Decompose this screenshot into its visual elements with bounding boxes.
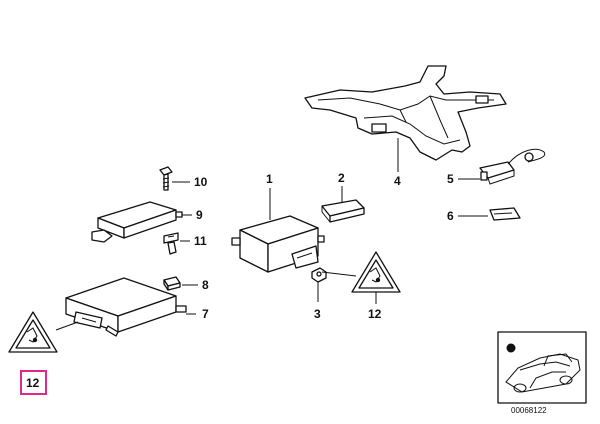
cap-nut-part[interactable] xyxy=(163,276,181,291)
sensor-bar-part[interactable] xyxy=(91,201,183,243)
callout-2[interactable]: 2 xyxy=(338,171,345,185)
callout-11[interactable]: 11 xyxy=(194,234,207,248)
callout-4[interactable]: 4 xyxy=(394,174,401,188)
callout-3[interactable]: 3 xyxy=(314,307,321,321)
callout-8[interactable]: 8 xyxy=(202,278,209,292)
callout-9[interactable]: 9 xyxy=(196,208,203,222)
screw-part[interactable] xyxy=(159,166,173,191)
callout-7[interactable]: 7 xyxy=(202,307,209,321)
wiring-harness-part[interactable] xyxy=(304,65,507,161)
callout-10[interactable]: 10 xyxy=(194,175,208,189)
leader-12a xyxy=(55,321,79,331)
callout-6[interactable]: 6 xyxy=(447,209,454,223)
large-module-part[interactable] xyxy=(65,277,187,337)
car-silhouette-icon xyxy=(497,331,587,404)
sensor-with-cable-part[interactable] xyxy=(479,148,546,185)
leader-12b xyxy=(321,271,357,277)
callout-12-left[interactable]: 12 xyxy=(26,376,40,390)
callout-1[interactable]: 1 xyxy=(266,172,273,186)
small-module-part[interactable] xyxy=(321,199,365,223)
callout-12-right[interactable]: 12 xyxy=(368,307,382,321)
highlight-box xyxy=(20,370,47,395)
reference-code: 00068122 xyxy=(511,406,547,415)
clip-part[interactable] xyxy=(163,232,179,255)
nut-part[interactable] xyxy=(311,267,327,283)
control-unit-part[interactable] xyxy=(231,215,325,273)
callout-5[interactable]: 5 xyxy=(447,172,454,186)
connector-plate-part[interactable] xyxy=(489,207,521,221)
airbag-warning-triangle-icon xyxy=(351,251,401,293)
airbag-warning-triangle-icon xyxy=(8,311,58,353)
